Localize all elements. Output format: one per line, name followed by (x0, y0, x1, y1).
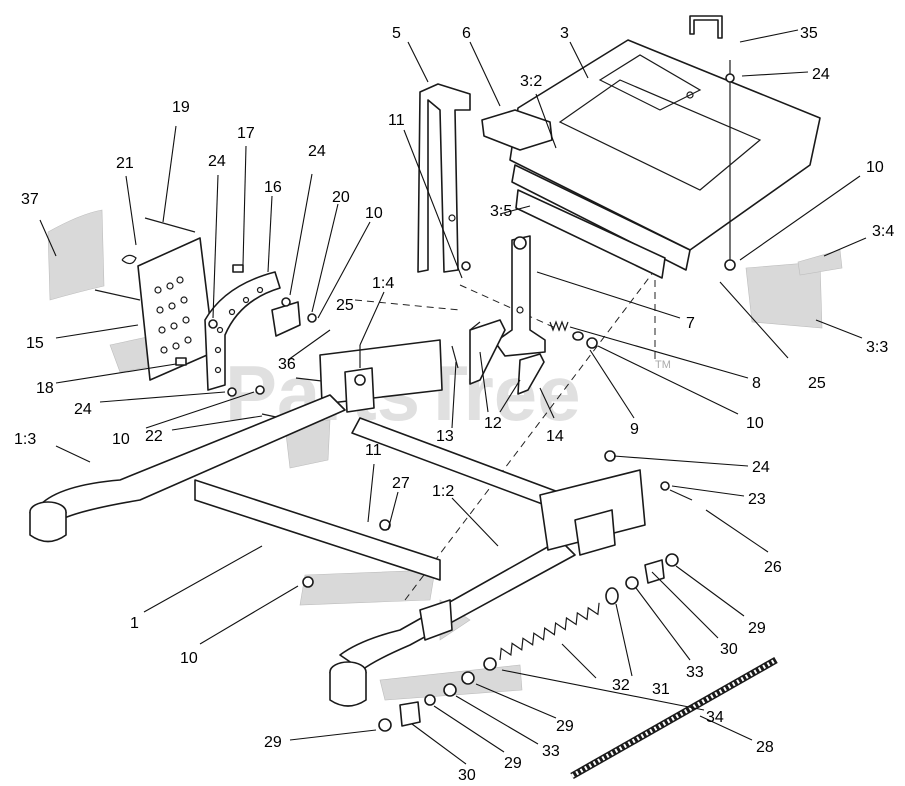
gauge-plate-part-16[interactable] (204, 271, 281, 391)
callout-7: 7 (686, 315, 695, 332)
callout-12: 12 (484, 415, 502, 432)
leader-lines (39, 29, 867, 765)
callout-10: 10 (180, 650, 198, 667)
callout-15: 15 (26, 335, 44, 352)
threaded-rod-part-28[interactable] (570, 656, 778, 780)
callout-1-2: 1:2 (432, 483, 454, 500)
pivot-assembly[interactable] (319, 319, 545, 413)
left-hardware[interactable] (94, 217, 331, 421)
callout-29: 29 (556, 718, 574, 735)
callout-14: 14 (546, 428, 564, 445)
callout-labels: 5 6 3 35 24 3:2 19 11 17 21 24 24 16 10 … (14, 25, 894, 784)
callout-13: 13 (436, 428, 454, 445)
callout-36: 36 (278, 356, 296, 373)
callout-26: 26 (764, 559, 782, 576)
callout-30: 30 (458, 767, 476, 784)
callout-11: 11 (388, 112, 405, 129)
callout-24: 24 (308, 143, 326, 160)
callout-10: 10 (866, 159, 884, 176)
callout-24: 24 (812, 66, 830, 83)
callout-37: 37 (21, 191, 39, 208)
upright-bracket-part-5[interactable] (417, 83, 471, 273)
callout-11: 11 (365, 442, 382, 459)
callout-9: 9 (630, 421, 639, 438)
callout-32: 32 (612, 677, 630, 694)
callout-25: 25 (336, 297, 354, 314)
callout-16: 16 (264, 179, 282, 196)
callout-30: 30 (720, 641, 738, 658)
callout-29: 29 (264, 734, 282, 751)
callout-27: 27 (392, 475, 410, 492)
callout-23: 23 (748, 491, 766, 508)
callout-35: 35 (800, 25, 818, 42)
callout-34: 34 (706, 709, 724, 726)
callout-33: 33 (542, 743, 560, 760)
callout-21: 21 (116, 155, 134, 172)
callout-28: 28 (756, 739, 774, 756)
callout-3-3: 3:3 (866, 339, 888, 356)
callout-1: 1 (130, 615, 139, 632)
callout-3-4: 3:4 (872, 223, 894, 240)
watermark-trademark: TM (655, 359, 671, 371)
callout-10: 10 (112, 431, 130, 448)
callout-24: 24 (752, 459, 770, 476)
callout-17: 17 (237, 125, 255, 142)
callout-24: 24 (74, 401, 92, 418)
decal-3-4 (797, 249, 843, 276)
callout-10: 10 (365, 205, 383, 222)
callout-6: 6 (462, 25, 471, 42)
control-panel-part-3[interactable] (509, 39, 821, 279)
callout-25: 25 (808, 375, 826, 392)
main-frame-part-1[interactable] (29, 394, 693, 707)
callout-29: 29 (748, 620, 766, 637)
callout-31: 31 (652, 681, 670, 698)
pad-part-6[interactable] (481, 109, 553, 151)
callout-24: 24 (208, 153, 226, 170)
decal-37 (47, 209, 105, 301)
compression-spring-part-32[interactable] (496, 553, 679, 661)
callout-19: 19 (172, 99, 190, 116)
callout-1-3: 1:3 (14, 431, 36, 448)
lever-part-7[interactable] (494, 235, 546, 357)
lower-hardware[interactable] (378, 657, 497, 732)
callout-33: 33 (686, 664, 704, 681)
callout-20: 20 (332, 189, 350, 206)
callout-18: 18 (36, 380, 54, 397)
callout-3: 3 (560, 25, 569, 42)
callout-5: 5 (392, 25, 401, 42)
handle-rod-part-35[interactable] (689, 15, 736, 271)
callout-29: 29 (504, 755, 522, 772)
assembly-lines (354, 220, 671, 601)
bracket-part-20[interactable] (271, 301, 301, 337)
spring-part-8[interactable] (549, 320, 598, 349)
callout-8: 8 (752, 375, 761, 392)
callout-3-5: 3:5 (490, 203, 512, 220)
callout-1-4: 1:4 (372, 275, 394, 292)
callout-10: 10 (746, 415, 764, 432)
callout-22: 22 (145, 428, 163, 445)
decal-3-3 (745, 261, 823, 329)
callout-3-2: 3:2 (520, 73, 542, 90)
